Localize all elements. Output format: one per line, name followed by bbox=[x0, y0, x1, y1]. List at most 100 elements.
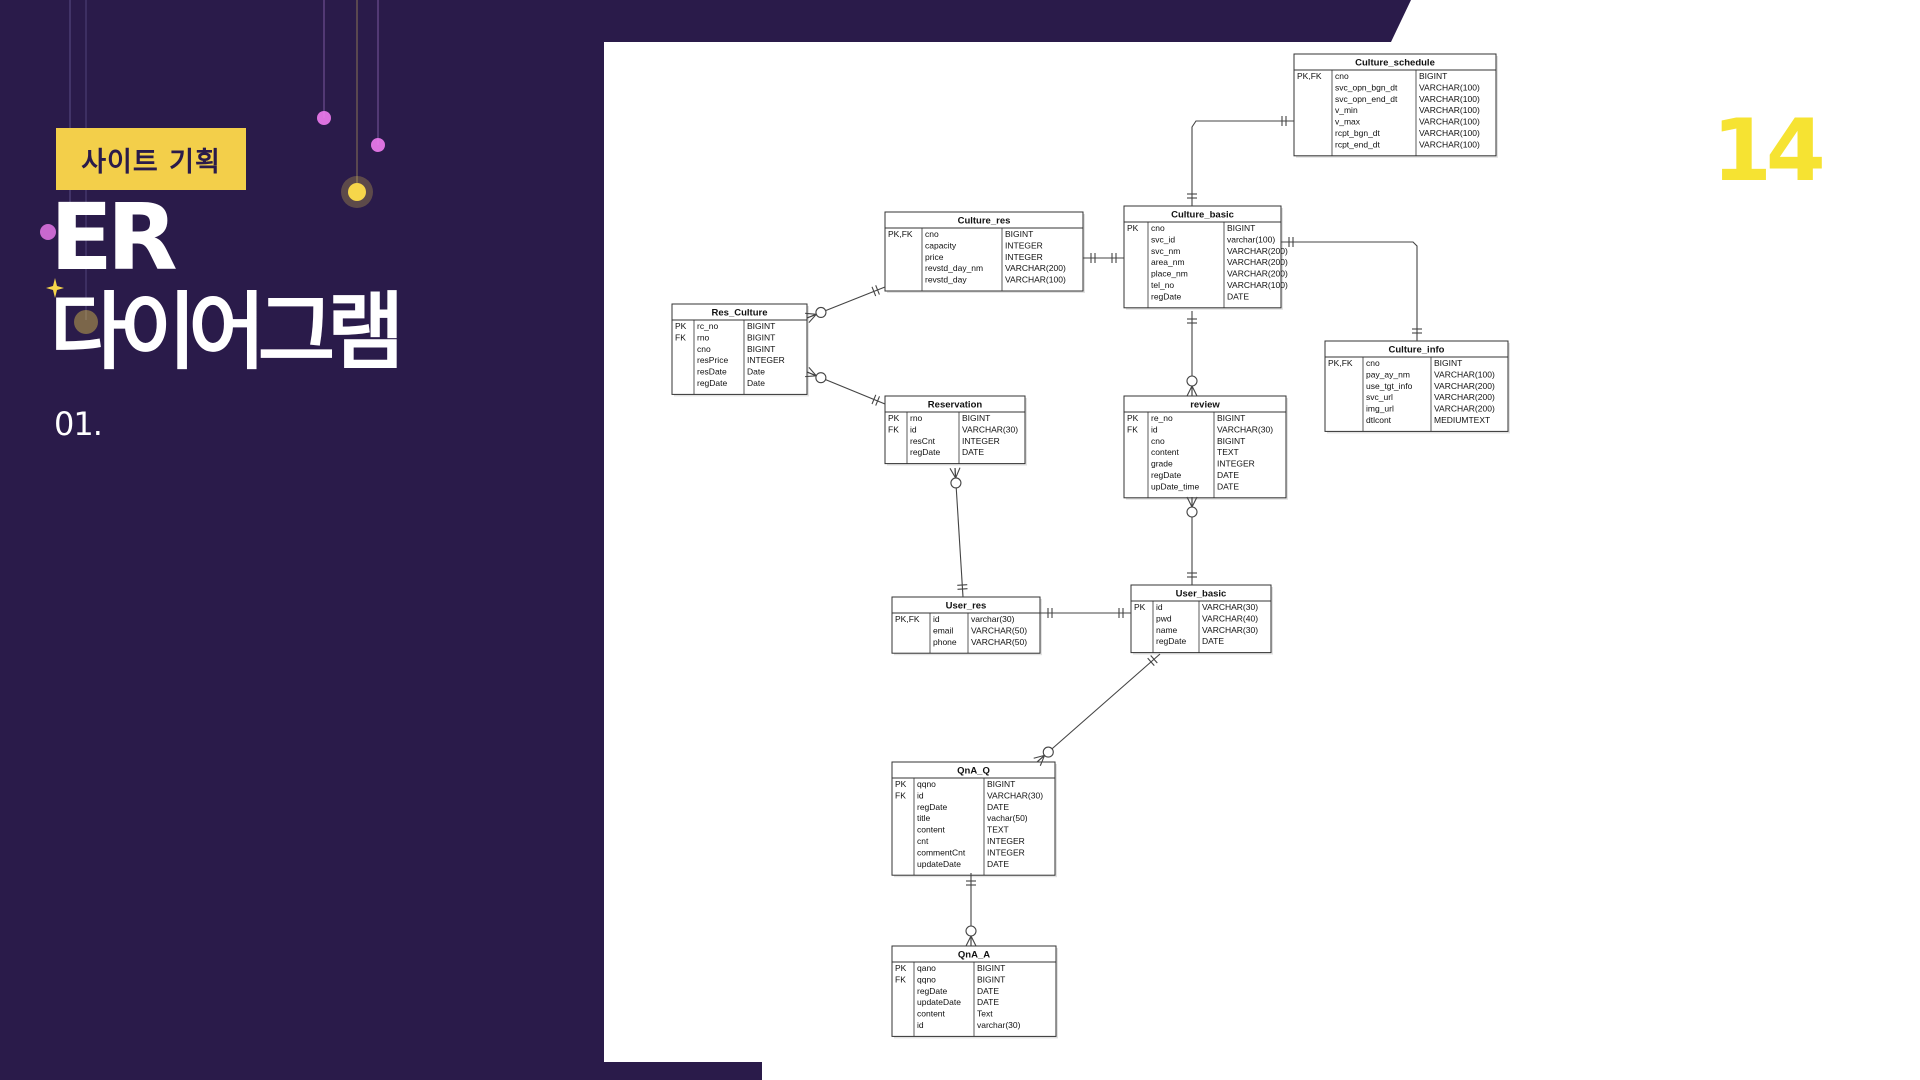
field-type: VARCHAR(30) bbox=[1202, 602, 1258, 612]
relationship-culture_basic-review bbox=[1186, 311, 1198, 397]
field-name: commentCnt bbox=[917, 847, 966, 857]
field-type: BIGINT bbox=[977, 963, 1005, 973]
cardinality-zero-circle bbox=[950, 477, 962, 489]
field-name: tel_no bbox=[1151, 280, 1174, 290]
entity-key-label: FK bbox=[895, 790, 906, 800]
field-type: DATE bbox=[1217, 481, 1239, 491]
entity-name: Reservation bbox=[928, 400, 983, 411]
entity-key-label: PK bbox=[888, 413, 900, 423]
cardinality-many-fork bbox=[1039, 755, 1046, 766]
field-type: BIGINT bbox=[1005, 229, 1033, 239]
field-name: cno bbox=[697, 344, 711, 354]
field-name: resPrice bbox=[697, 355, 728, 365]
entity-box bbox=[1324, 340, 1509, 432]
field-type: VARCHAR(200) bbox=[1227, 257, 1288, 267]
entity-key-label: PK,FK bbox=[895, 614, 920, 624]
field-name: pwd bbox=[1156, 613, 1172, 623]
cardinality-many-fork bbox=[808, 367, 817, 377]
field-type: INTEGER bbox=[962, 436, 1000, 446]
field-name: svc_id bbox=[1151, 234, 1175, 244]
entity-name: QnA_Q bbox=[957, 766, 990, 777]
entity-key-label: FK bbox=[895, 974, 906, 984]
field-name: qano bbox=[917, 963, 936, 973]
cardinality-zero-circle bbox=[1042, 746, 1054, 758]
field-type: VARCHAR(100) bbox=[1419, 128, 1480, 138]
field-name: id bbox=[917, 1020, 924, 1030]
field-type: VARCHAR(100) bbox=[1419, 139, 1480, 149]
field-type: BIGINT bbox=[977, 974, 1005, 984]
cardinality-many-fork bbox=[808, 313, 817, 324]
field-type: DATE bbox=[977, 986, 999, 996]
field-name: name bbox=[1156, 625, 1178, 635]
field-name: regDate bbox=[910, 447, 941, 457]
field-name: price bbox=[925, 252, 944, 262]
field-type: DATE bbox=[987, 859, 1009, 869]
field-type: BIGINT bbox=[747, 332, 775, 342]
cardinality-many-fork bbox=[965, 935, 972, 947]
entity-key-label: PK,FK bbox=[1328, 358, 1353, 368]
relationship-qna_q-qna_a bbox=[965, 873, 977, 947]
field-name: dtlcont bbox=[1366, 415, 1392, 425]
field-type: VARCHAR(30) bbox=[987, 790, 1043, 800]
relationship-res_culture-culture_res bbox=[805, 285, 886, 324]
field-name: cno bbox=[1151, 436, 1165, 446]
field-name: id bbox=[910, 424, 917, 434]
cardinality-many-fork bbox=[949, 468, 957, 479]
field-type: VARCHAR(200) bbox=[1227, 269, 1288, 279]
entity-name: Culture_info bbox=[1389, 345, 1445, 356]
field-name: v_min bbox=[1335, 105, 1358, 115]
cardinality-one-bar bbox=[875, 396, 881, 406]
field-type: VARCHAR(30) bbox=[1202, 625, 1258, 635]
cardinality-zero-circle bbox=[815, 372, 827, 384]
field-name: cno bbox=[1335, 71, 1349, 81]
field-name: email bbox=[933, 625, 953, 635]
cardinality-one-bar bbox=[871, 286, 877, 297]
field-name: pay_ay_nm bbox=[1366, 369, 1410, 379]
relationship-line bbox=[1281, 241, 1418, 341]
field-name: svc_opn_end_dt bbox=[1335, 94, 1398, 104]
field-name: svc_nm bbox=[1151, 246, 1180, 256]
entity-key-label: FK bbox=[675, 332, 686, 342]
field-type: VARCHAR(200) bbox=[1227, 246, 1288, 256]
field-type: BIGINT bbox=[1217, 436, 1245, 446]
entity-name: QnA_A bbox=[958, 950, 990, 961]
cardinality-many-fork bbox=[805, 312, 817, 315]
field-name: regDate bbox=[1151, 470, 1182, 480]
cardinality-one-bar bbox=[1150, 655, 1158, 664]
cardinality-zero-circle bbox=[1186, 375, 1198, 387]
entity-key-label: PK,FK bbox=[888, 229, 913, 239]
cardinality-one-bar bbox=[957, 588, 968, 590]
field-type: VARCHAR(200) bbox=[1005, 263, 1066, 273]
field-type: VARCHAR(100) bbox=[1434, 369, 1495, 379]
cardinality-many-fork bbox=[1036, 754, 1045, 763]
field-name: upDate_time bbox=[1151, 481, 1199, 491]
field-name: rno bbox=[910, 413, 923, 423]
field-type: INTEGER bbox=[987, 847, 1025, 857]
field-type: INTEGER bbox=[987, 836, 1025, 846]
cardinality-one-bar bbox=[871, 394, 877, 405]
field-name: id bbox=[1156, 602, 1163, 612]
field-name: resCnt bbox=[910, 436, 936, 446]
field-type: BIGINT bbox=[1217, 413, 1245, 423]
field-type: BIGINT bbox=[962, 413, 990, 423]
field-name: id bbox=[917, 790, 924, 800]
field-name: content bbox=[917, 825, 946, 835]
cardinality-one-bar bbox=[875, 285, 880, 295]
cardinality-many-fork bbox=[806, 313, 817, 319]
entity-name: Culture_basic bbox=[1171, 210, 1234, 221]
field-name: rcpt_end_dt bbox=[1335, 139, 1381, 149]
field-name: qqno bbox=[917, 974, 936, 984]
cardinality-zero-circle bbox=[815, 306, 827, 319]
cardinality-many-fork bbox=[1186, 496, 1193, 508]
field-type: VARCHAR(100) bbox=[1005, 275, 1066, 285]
field-type: VARCHAR(200) bbox=[1434, 404, 1495, 414]
field-type: TEXT bbox=[987, 825, 1009, 835]
field-name: img_url bbox=[1366, 404, 1394, 414]
